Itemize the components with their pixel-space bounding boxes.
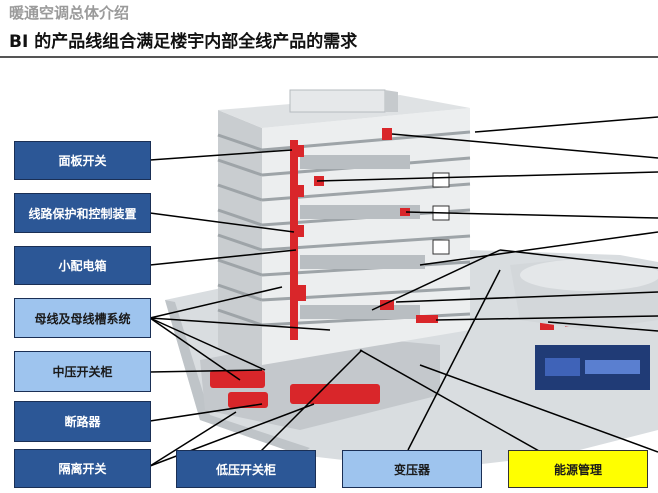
annex-roof: [520, 259, 658, 291]
label-busbar-system: 母线及母线槽系统: [14, 298, 151, 338]
label-circuit-breaker: 断路器: [14, 401, 151, 442]
building-illustration: [165, 89, 658, 470]
page-title: BI 的产品线组合满足楼宇内部全线产品的需求: [9, 32, 358, 52]
title-divider: [0, 56, 658, 58]
label-mv-switchgear: 中压开关柜: [14, 351, 151, 392]
label-energy-management: 能源管理: [508, 450, 648, 488]
floor-openings: [300, 155, 425, 319]
label-small-distribution-box: 小配电箱: [14, 246, 151, 285]
label-transformer: 变压器: [342, 450, 482, 488]
label-panel-switch: 面板开关: [14, 141, 151, 180]
subtitle: 暖通空调总体介绍: [9, 4, 130, 22]
label-isolating-switch: 隔离开关: [14, 449, 151, 488]
label-lv-switchgear: 低压开关柜: [176, 450, 316, 488]
tower-left-face: [218, 110, 262, 365]
label-line-protection: 线路保护和控制装置: [14, 193, 151, 233]
ground-edge: [165, 300, 310, 455]
penthouse-side: [385, 90, 398, 112]
